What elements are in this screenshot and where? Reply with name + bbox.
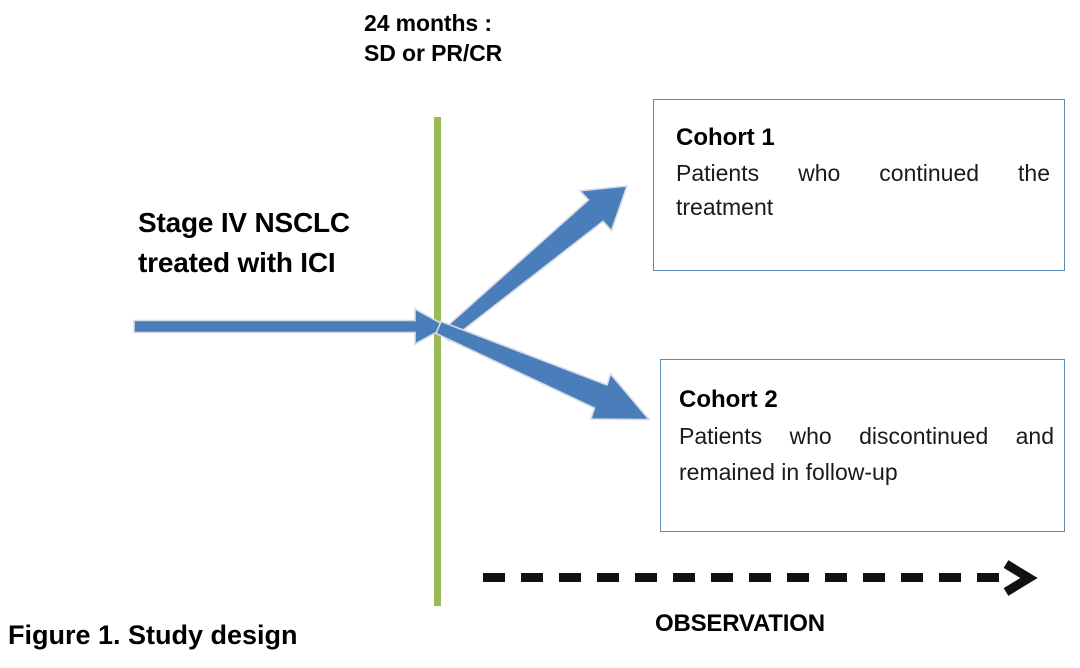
study-entry-line-2: treated with ICI: [138, 247, 336, 278]
cohort-2-box: Cohort 2 Patients who discontinued and r…: [660, 359, 1065, 532]
study-entry-line-1: Stage IV NSCLC: [138, 207, 350, 238]
cohort-1-content: Cohort 1 Patients who continued the trea…: [676, 122, 1050, 224]
observation-label: OBSERVATION: [655, 610, 825, 637]
cohort-1-description: Patients who continued the treatment: [676, 160, 1050, 220]
entry-arrow: [133, 307, 449, 346]
cohort1-branch-arrow: [439, 185, 629, 343]
cohort-1-title: Cohort 1: [676, 124, 775, 151]
cohort2-branch-arrow: [434, 320, 651, 421]
study-entry-label: Stage IV NSCLC treated with ICI: [138, 203, 438, 283]
timepoint-line-1: 24 months :: [364, 10, 492, 36]
cohort-2-title: Cohort 2: [679, 386, 778, 413]
observation-dashed-arrow: [483, 560, 1038, 596]
figure-caption: Figure 1. Study design: [8, 620, 298, 650]
timepoint-label: 24 months : SD or PR/CR: [364, 8, 684, 68]
timepoint-line-2: SD or PR/CR: [364, 40, 503, 66]
cohort-2-content: Cohort 2 Patients who discontinued and r…: [679, 384, 1054, 490]
cohort-1-box: Cohort 1 Patients who continued the trea…: [653, 99, 1065, 271]
cohort-2-description: Patients who discontinued and remained i…: [679, 423, 1054, 485]
